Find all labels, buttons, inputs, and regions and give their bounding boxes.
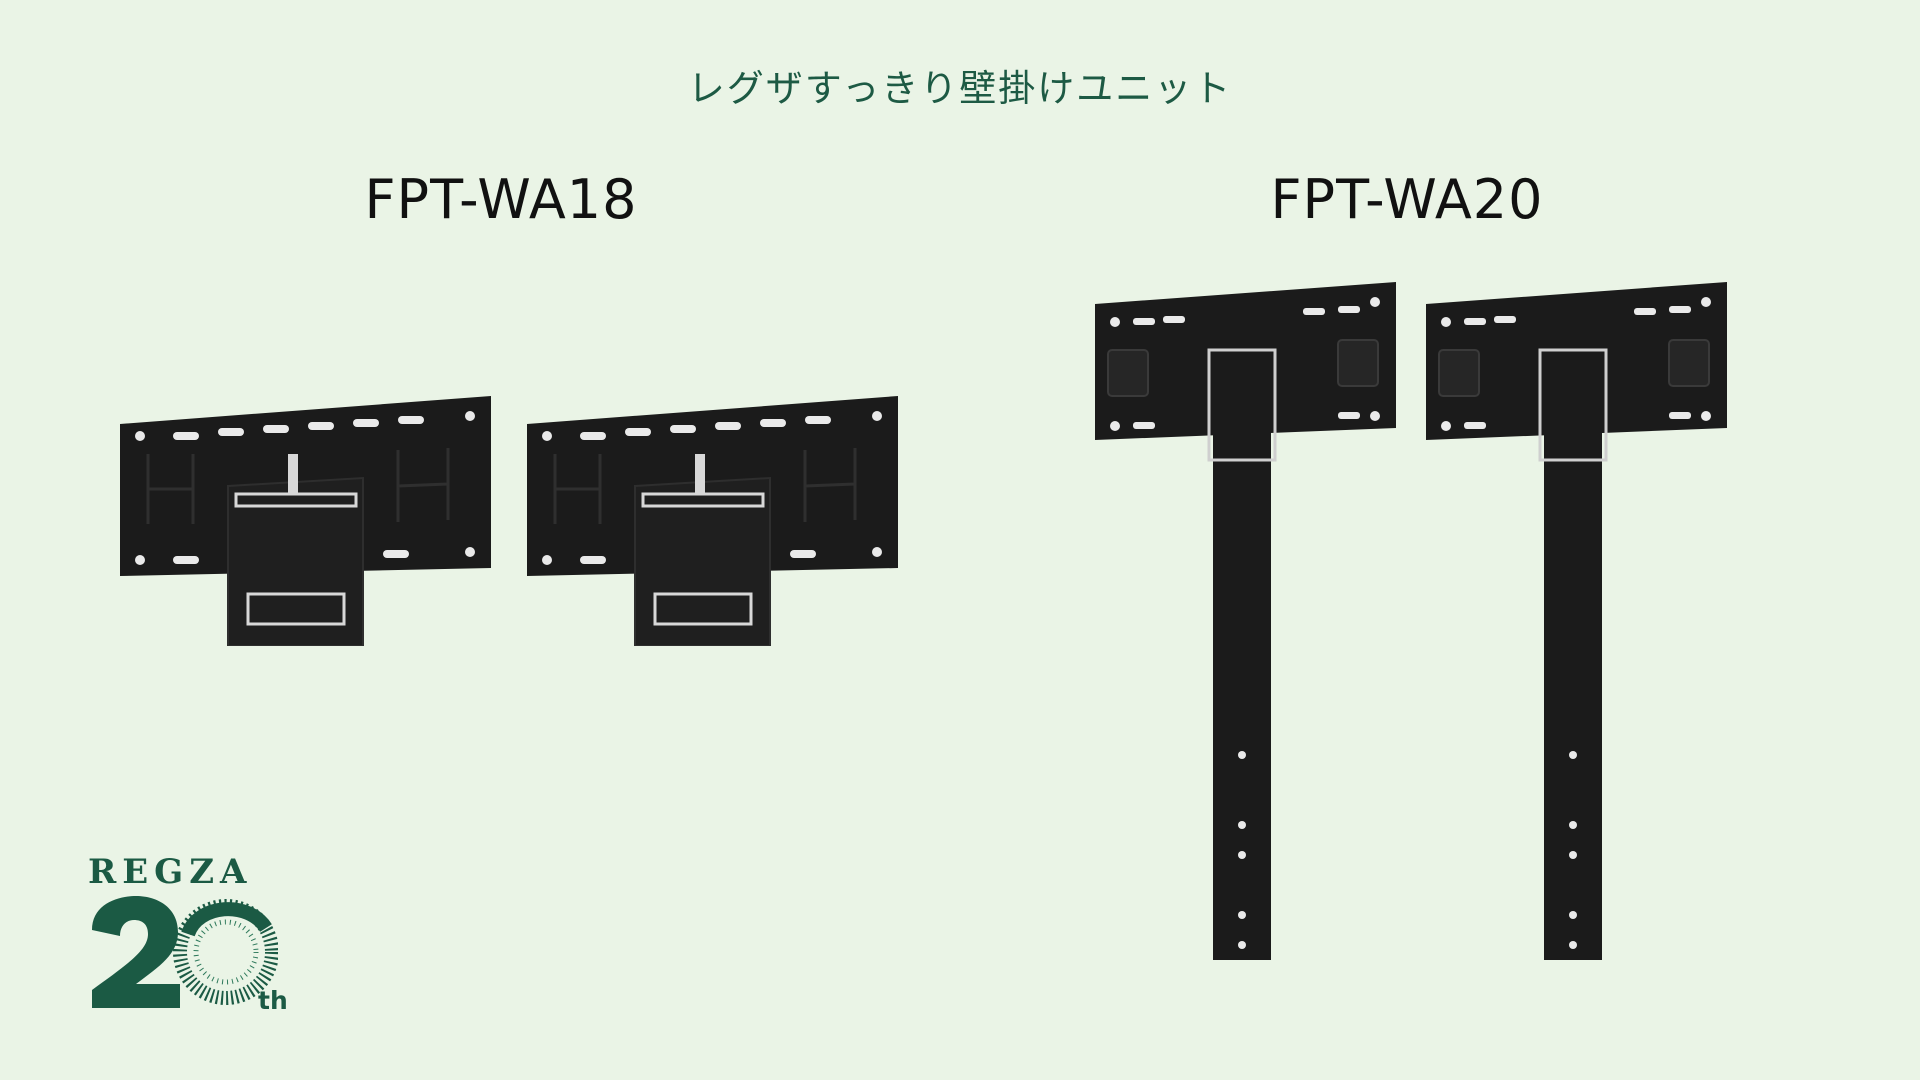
logo-suffix-th: th	[258, 986, 288, 1015]
regza-logo-wordmark: REGZA	[88, 852, 253, 892]
page-title: レグザすっきり壁掛けユニット	[687, 67, 1233, 110]
model-label-fpt-wa20: FPT-WA20	[1270, 168, 1544, 231]
model-label-fpt-wa18: FPT-WA18	[364, 168, 638, 231]
wa18-bracket-right	[527, 396, 898, 646]
regza-20th-logo: 20	[92, 896, 278, 1008]
wa20-bracket-left	[1095, 282, 1396, 960]
wa18-bracket-left	[120, 396, 491, 646]
wa20-bracket-right	[1426, 282, 1727, 960]
